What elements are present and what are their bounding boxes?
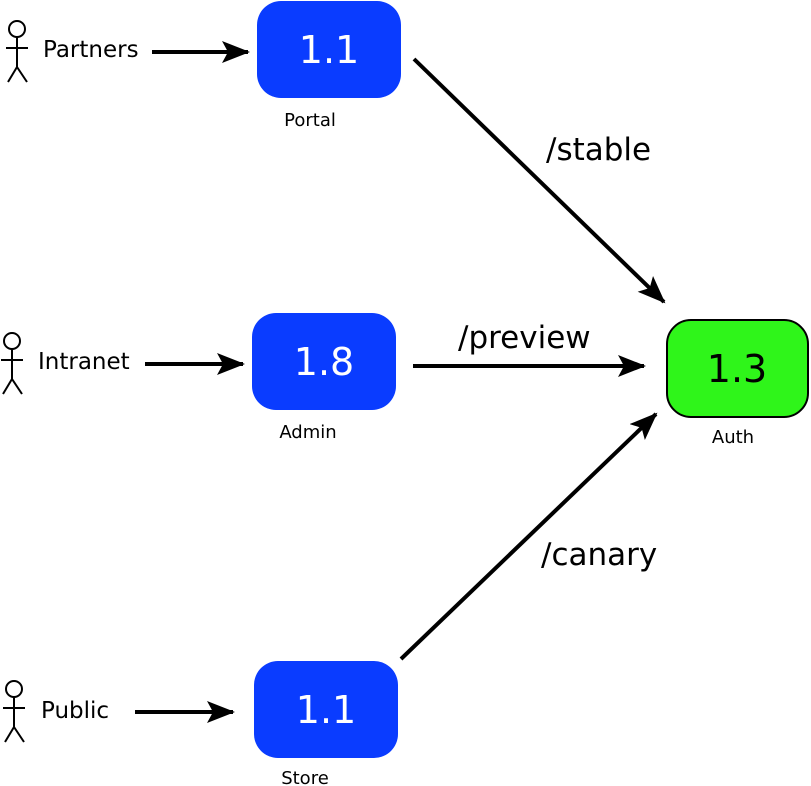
route-label-canary: /canary (541, 537, 657, 573)
stick-figure-icon (1, 332, 23, 395)
service-name-admin: Admin (279, 422, 336, 443)
actor-public: Public (3, 680, 109, 743)
actor-partners: Partners (6, 20, 139, 83)
service-box-admin[interactable] (252, 313, 396, 410)
service-name-auth: Auth (712, 427, 754, 448)
stick-figure-icon (6, 20, 28, 83)
actor-label-intranet: Intranet (38, 349, 130, 375)
route-label-preview: /preview (458, 320, 591, 356)
service-name-store: Store (281, 768, 329, 786)
service-portal[interactable]: 1.1 Portal (257, 1, 401, 131)
actor-label-public: Public (41, 698, 109, 724)
arrow-portal-to-auth (412, 57, 666, 304)
service-name-portal: Portal (284, 110, 336, 131)
service-version-portal: 1.1 (299, 28, 359, 72)
service-version-admin: 1.8 (294, 340, 354, 384)
route-label-stable: /stable (546, 132, 651, 168)
service-version-store: 1.1 (296, 688, 356, 732)
actor-label-partners: Partners (43, 37, 139, 63)
service-auth[interactable]: 1.3 Auth (666, 319, 809, 448)
service-box-auth[interactable] (666, 319, 809, 418)
service-version-auth: 1.3 (707, 347, 767, 391)
stick-figure-icon (3, 680, 25, 743)
arrow-store-to-auth (399, 412, 658, 661)
actor-intranet: Intranet (1, 332, 130, 395)
service-admin[interactable]: 1.8 Admin (252, 313, 396, 443)
service-box-store[interactable] (254, 661, 398, 758)
service-box-portal[interactable] (257, 1, 401, 98)
service-store[interactable]: 1.1 Store (254, 661, 398, 786)
